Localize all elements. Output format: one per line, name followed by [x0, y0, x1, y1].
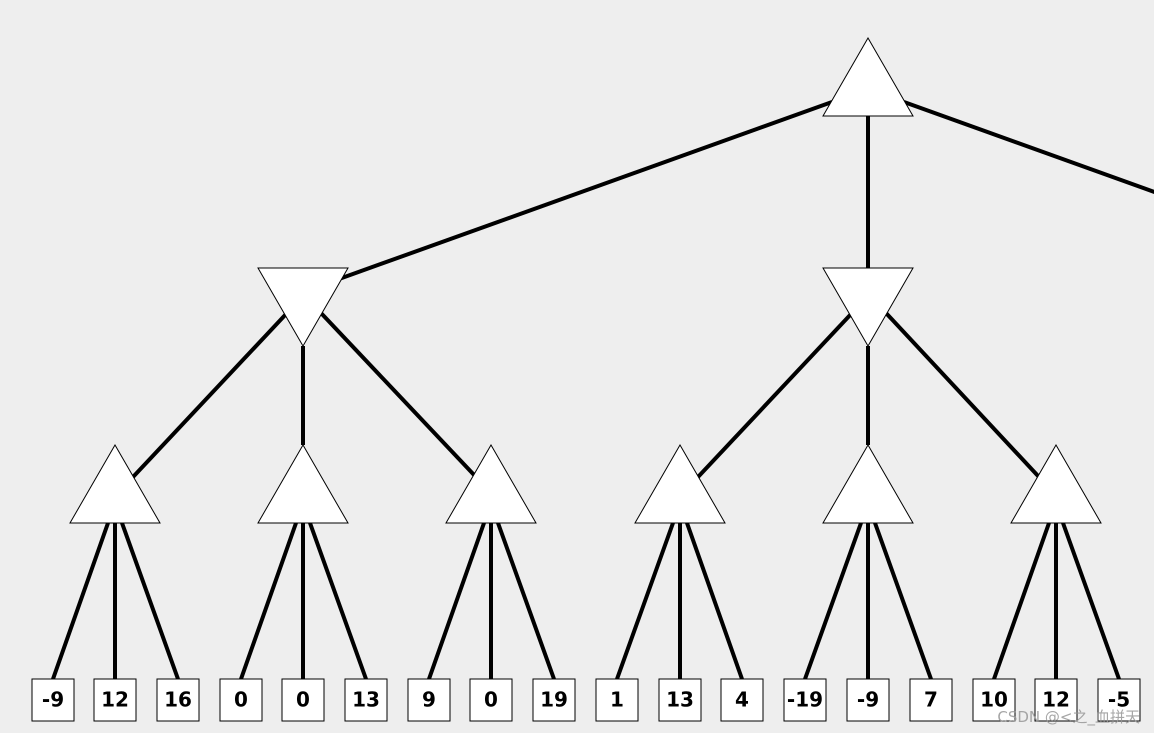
- min-node-1: [257, 267, 349, 348]
- edge-max-to-leaf-9: [496, 522, 556, 680]
- leaf-value: 4: [735, 688, 749, 712]
- edge-min-to-max-1: [131, 311, 289, 479]
- watermark-text: CSDN @<之_血拼天: [997, 708, 1140, 726]
- leaf-node-18: -5: [1097, 678, 1141, 722]
- leaf-box: [1034, 678, 1078, 722]
- leaf-node-17: 12: [1034, 678, 1078, 722]
- leaf-value: 0: [234, 688, 248, 712]
- max-node-5: [822, 443, 914, 524]
- root-max-node: [822, 36, 914, 117]
- leaf-node-9: 19: [532, 678, 576, 722]
- edge-min-to-max-3: [319, 311, 478, 479]
- leaf-box: [846, 678, 890, 722]
- leaf-value: -19: [787, 688, 823, 712]
- leaf-value: 7: [924, 688, 938, 712]
- leaf-box: [93, 678, 137, 722]
- edge-max-to-leaf-4: [239, 522, 298, 680]
- edge-max-to-leaf-13: [803, 522, 863, 680]
- leaf-node-1: -9: [31, 678, 75, 722]
- tree-nodes: [69, 36, 1102, 524]
- edge-max-to-leaf-12: [685, 522, 744, 680]
- edge-max-to-leaf-10: [615, 522, 675, 680]
- leaf-value: 9: [422, 688, 436, 712]
- tree-edges: [51, 100, 1154, 680]
- max-node-6: [1010, 443, 1102, 524]
- edge-root-to-offscreen: [903, 100, 1154, 194]
- leaf-node-15: 7: [909, 678, 953, 722]
- leaf-node-2: 12: [93, 678, 137, 722]
- leaf-box: [281, 678, 325, 722]
- leaf-value: 0: [484, 688, 498, 712]
- leaf-value: 19: [540, 688, 568, 712]
- tree-leaves: -9 12 16 0 0 13 9 0 19 1 13 4 -19 -9 7 10 12 -5: [31, 678, 1141, 722]
- leaf-box: [219, 678, 263, 722]
- edge-max-to-leaf-7: [427, 522, 486, 680]
- leaf-node-12: 4: [720, 678, 764, 722]
- max-node-1: [69, 443, 161, 524]
- edge-min-to-max-6: [884, 311, 1041, 479]
- leaf-value: 1: [610, 688, 624, 712]
- edge-max-to-leaf-1: [51, 522, 110, 680]
- leaf-node-8: 0: [469, 678, 513, 722]
- leaf-node-13: -19: [783, 678, 827, 722]
- leaf-box: [783, 678, 827, 722]
- leaf-value: -5: [1108, 688, 1130, 712]
- leaf-box: [156, 678, 200, 722]
- leaf-box: [407, 678, 451, 722]
- leaf-box: [595, 678, 639, 722]
- leaf-value: -9: [857, 688, 879, 712]
- leaf-value: 10: [980, 688, 1008, 712]
- leaf-box: [31, 678, 75, 722]
- leaf-value: 0: [296, 688, 310, 712]
- leaf-box: [469, 678, 513, 722]
- max-node-3: [445, 443, 537, 524]
- leaf-node-7: 9: [407, 678, 451, 722]
- leaf-box: [532, 678, 576, 722]
- leaf-value: 12: [101, 688, 129, 712]
- edge-max-to-leaf-6: [308, 522, 368, 680]
- leaf-box: [1097, 678, 1141, 722]
- leaf-box: [909, 678, 953, 722]
- edge-max-to-leaf-3: [120, 522, 180, 680]
- edge-max-to-leaf-16: [992, 522, 1051, 680]
- leaf-box: [658, 678, 702, 722]
- leaf-value: 12: [1042, 688, 1070, 712]
- leaf-value: -9: [42, 688, 64, 712]
- leaf-node-5: 0: [281, 678, 325, 722]
- edge-root-to-min-1: [338, 100, 833, 281]
- leaf-box: [720, 678, 764, 722]
- leaf-box: [972, 678, 1016, 722]
- leaf-node-11: 13: [658, 678, 702, 722]
- leaf-node-3: 16: [156, 678, 200, 722]
- leaf-node-4: 0: [219, 678, 263, 722]
- leaf-node-10: 1: [595, 678, 639, 722]
- leaf-value: 13: [352, 688, 380, 712]
- max-node-4: [634, 443, 726, 524]
- leaf-node-14: -9: [846, 678, 890, 722]
- leaf-node-6: 13: [344, 678, 388, 722]
- leaf-value: 16: [164, 688, 192, 712]
- max-node-2: [257, 443, 349, 524]
- min-node-2: [822, 267, 914, 348]
- leaf-node-16: 10: [972, 678, 1016, 722]
- edge-max-to-leaf-18: [1061, 522, 1121, 680]
- leaf-box: [344, 678, 388, 722]
- edge-max-to-leaf-15: [873, 522, 933, 680]
- edge-min-to-max-4: [696, 311, 854, 479]
- leaf-value: 13: [666, 688, 694, 712]
